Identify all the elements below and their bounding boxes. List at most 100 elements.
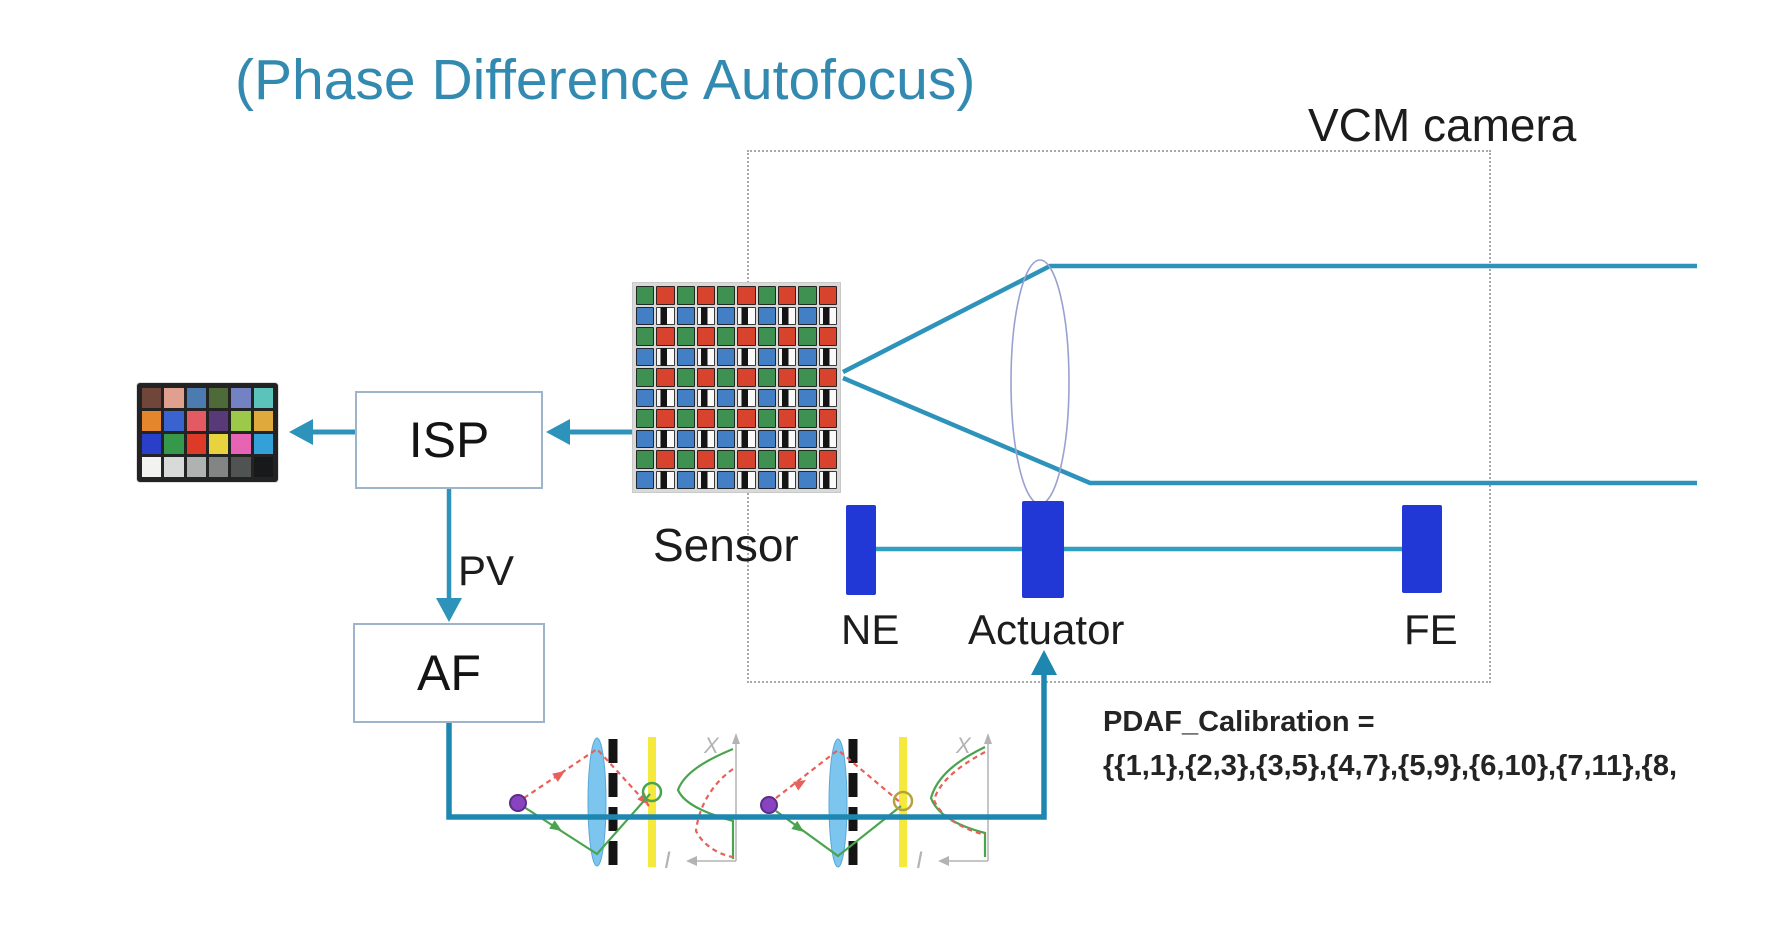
sensor-cell [737,429,756,448]
sensor-cell [656,347,675,366]
checker-patch [164,434,184,454]
sensor-cell [798,327,817,346]
sensor-cell [818,470,837,489]
sensor-cell [818,450,837,469]
sensor-cell [737,470,756,489]
sensor-cell [818,327,837,346]
green-ray [523,793,651,856]
sensor-cell [778,327,797,346]
intensity-axes [692,742,737,862]
sensor-cell [676,388,695,407]
sensor-cell [757,306,777,325]
sensor-cell [696,470,716,489]
checker-patch [142,388,162,408]
sensor-cell [696,429,716,448]
isp-to-chart-arrow [289,419,355,445]
pv-label: PV [458,547,515,594]
focus-circle [641,781,663,803]
sensor-grid [633,283,840,492]
x-axis-label: X [703,733,720,758]
sensor-cell [656,286,675,305]
sensor-cell [656,306,675,325]
sensor-cell [676,429,695,448]
checker-patch [253,457,273,477]
i-axis-label: I [664,847,671,874]
sensor-cell [757,470,777,489]
checker-patch [209,411,229,431]
sensor-cell [717,306,736,325]
sensor-cell [717,470,736,489]
sensor-cell [717,429,736,448]
sensor-cell [778,409,797,428]
checker-patch [186,457,206,477]
sensor-cell [737,368,756,387]
isp-box-label: ISP [408,412,490,468]
sensor-cell [737,450,756,469]
sensor-cell [818,388,837,407]
sensor-cell [636,347,655,366]
sensor-cell [656,327,675,346]
checker-patch [142,434,162,454]
sensor-cell [778,429,797,448]
ne-stop-block [846,505,876,595]
sensor-cell [798,286,817,305]
sensor-cell [757,450,777,469]
lens-icon [1010,259,1070,505]
sensor-cell [676,306,695,325]
x-axis-label: X [955,733,972,758]
object-point [760,796,778,814]
sensor-cell [778,286,797,305]
sensor-cell [798,470,817,489]
sensor-cell [717,327,736,346]
isp-box: ISP [355,391,543,489]
sensor-cell [717,286,736,305]
sensor-cell [676,450,695,469]
pdaf-calibration-values: {{1,1},{2,3},{3,5},{4,7},{5,9},{6,10},{7… [1103,750,1678,782]
color-checker-chart [137,383,278,482]
checker-patch [209,457,229,477]
sensor-cell [636,368,655,387]
sensor-cell [636,388,655,407]
sensor-cell [818,368,837,387]
sensor-cell [818,286,837,305]
fe-label: FE [1404,606,1458,653]
checker-patch [142,411,162,431]
af-box-label: AF [417,645,481,701]
sensor-cell [656,450,675,469]
sensor-cell [636,306,655,325]
sensor-cell [676,347,695,366]
sensor-cell [778,450,797,469]
sensor-cell [778,368,797,387]
checker-patch [231,388,251,408]
sensor-cell [656,368,675,387]
sensor-cell [818,409,837,428]
sensor-cell [778,470,797,489]
sensor-cell [778,306,797,325]
sensor-cell [798,368,817,387]
sensor-cell [636,327,655,346]
sensor-cell [757,429,777,448]
sensor-label: Sensor [653,519,799,571]
checker-patch [231,411,251,431]
light-ray-bottom [842,375,1697,486]
sensor-cell [696,388,716,407]
sensor-cell [757,368,777,387]
sensor-cell [778,347,797,366]
sensor-cell [636,286,655,305]
vcm-camera-label: VCM camera [1302,102,1583,148]
isp-to-af-arrow [436,489,462,622]
sensor-cell [717,368,736,387]
sensor-cell [757,388,777,407]
sensor-cell [737,347,756,366]
ne-label: NE [841,606,900,653]
i-axis-label: I [916,847,923,874]
checker-patch [164,411,184,431]
focus-circle [892,790,914,812]
sensor-cell [737,286,756,305]
sensor-cell [818,347,837,366]
sensor-cell [737,306,756,325]
sensor-cell [696,368,716,387]
sensor-cell [717,388,736,407]
